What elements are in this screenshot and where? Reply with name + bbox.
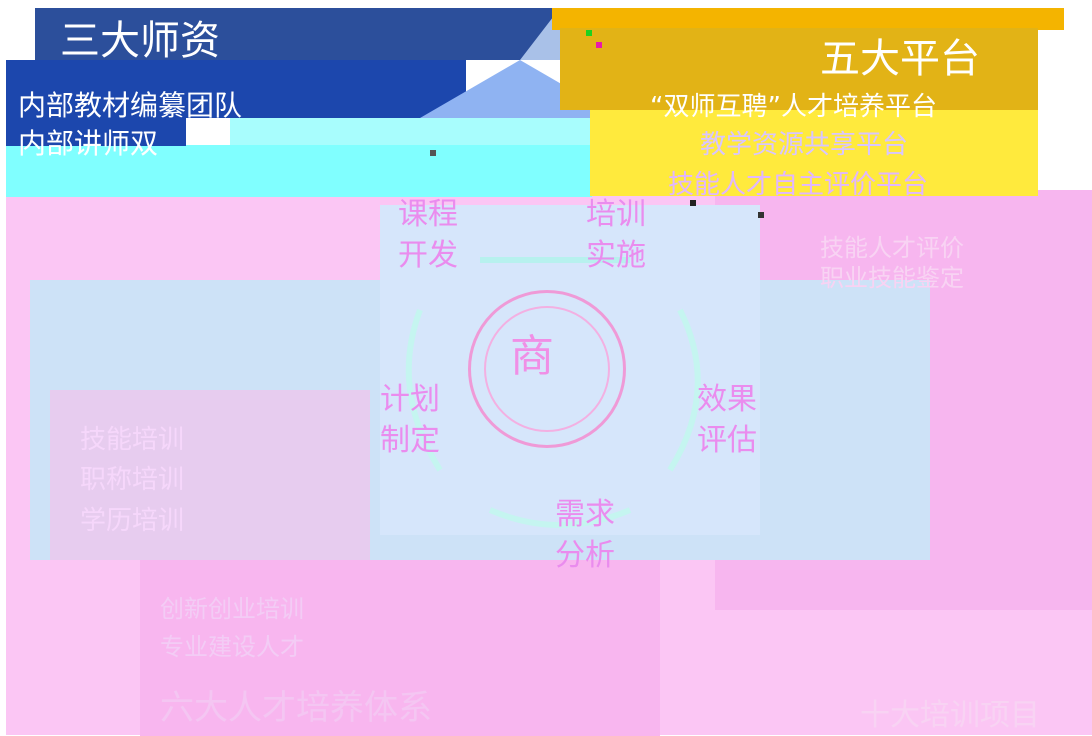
- header-left-bar: [35, 8, 555, 60]
- list-item: 学历培训: [80, 505, 185, 536]
- left-panel: [50, 390, 370, 560]
- left-item-internal-lecturer: 内部讲师双: [18, 127, 159, 160]
- cycle-course-development: 课程 开发: [398, 197, 458, 273]
- bottom-section-title: 六大人才培养体系: [160, 688, 432, 728]
- cycle-plan-formulation: 计划 制定: [380, 382, 440, 458]
- bottom-training-list: 创新创业培训 专业建设人才: [160, 590, 304, 667]
- left-item-textbook-team: 内部教材编纂团队: [18, 89, 243, 122]
- artifact-speck: [430, 150, 436, 156]
- artifact-speck: [690, 200, 696, 206]
- list-item: 专业建设人才: [160, 633, 304, 662]
- header-left-panel: [6, 60, 466, 118]
- right-item-dual-teacher: “双师互聘”人才培养平台: [650, 92, 937, 122]
- emblem-inner-ring: [484, 306, 610, 432]
- cycle-training-implementation: 培训 实施: [586, 197, 646, 273]
- list-item: 创新创业培训: [160, 595, 304, 623]
- artifact-speck: [596, 42, 602, 48]
- right-section-title: 五大平台: [820, 36, 980, 82]
- artifact-speck: [758, 212, 764, 218]
- cyan-band: [6, 145, 592, 197]
- right-faint-line-1: 技能人才评价: [820, 234, 964, 262]
- emblem-logo-icon: 商: [510, 331, 554, 382]
- left-section-title: 三大师资: [60, 18, 220, 64]
- list-item: 职称培训: [80, 465, 185, 496]
- cyan-band-upper: [230, 115, 590, 145]
- header-right-bar: [552, 8, 1064, 30]
- right-item-skill-evaluation: 技能人才自主评价平台: [668, 170, 929, 200]
- header-left-tab: [6, 118, 186, 146]
- right-item-resource-sharing: 教学资源共享平台: [700, 130, 909, 160]
- right-section-title-bottom: 十大培训项目: [860, 698, 1040, 733]
- header-right-panel: [560, 28, 1038, 110]
- artifact-speck: [586, 30, 592, 36]
- header-right-panel-lower: [590, 110, 1038, 196]
- cycle-needs-analysis: 需求 分析: [555, 497, 615, 573]
- left-training-list: 技能培训 职称培训 学历培训: [80, 420, 184, 541]
- bottom-panel: [140, 560, 660, 736]
- cycle-effect-evaluation: 效果 评估: [697, 382, 757, 458]
- right-faint-line-2: 职业技能鉴定: [820, 264, 964, 292]
- cycle-arrows: [405, 257, 701, 528]
- emblem-ring: [468, 290, 626, 448]
- list-item: 技能培训: [80, 425, 185, 455]
